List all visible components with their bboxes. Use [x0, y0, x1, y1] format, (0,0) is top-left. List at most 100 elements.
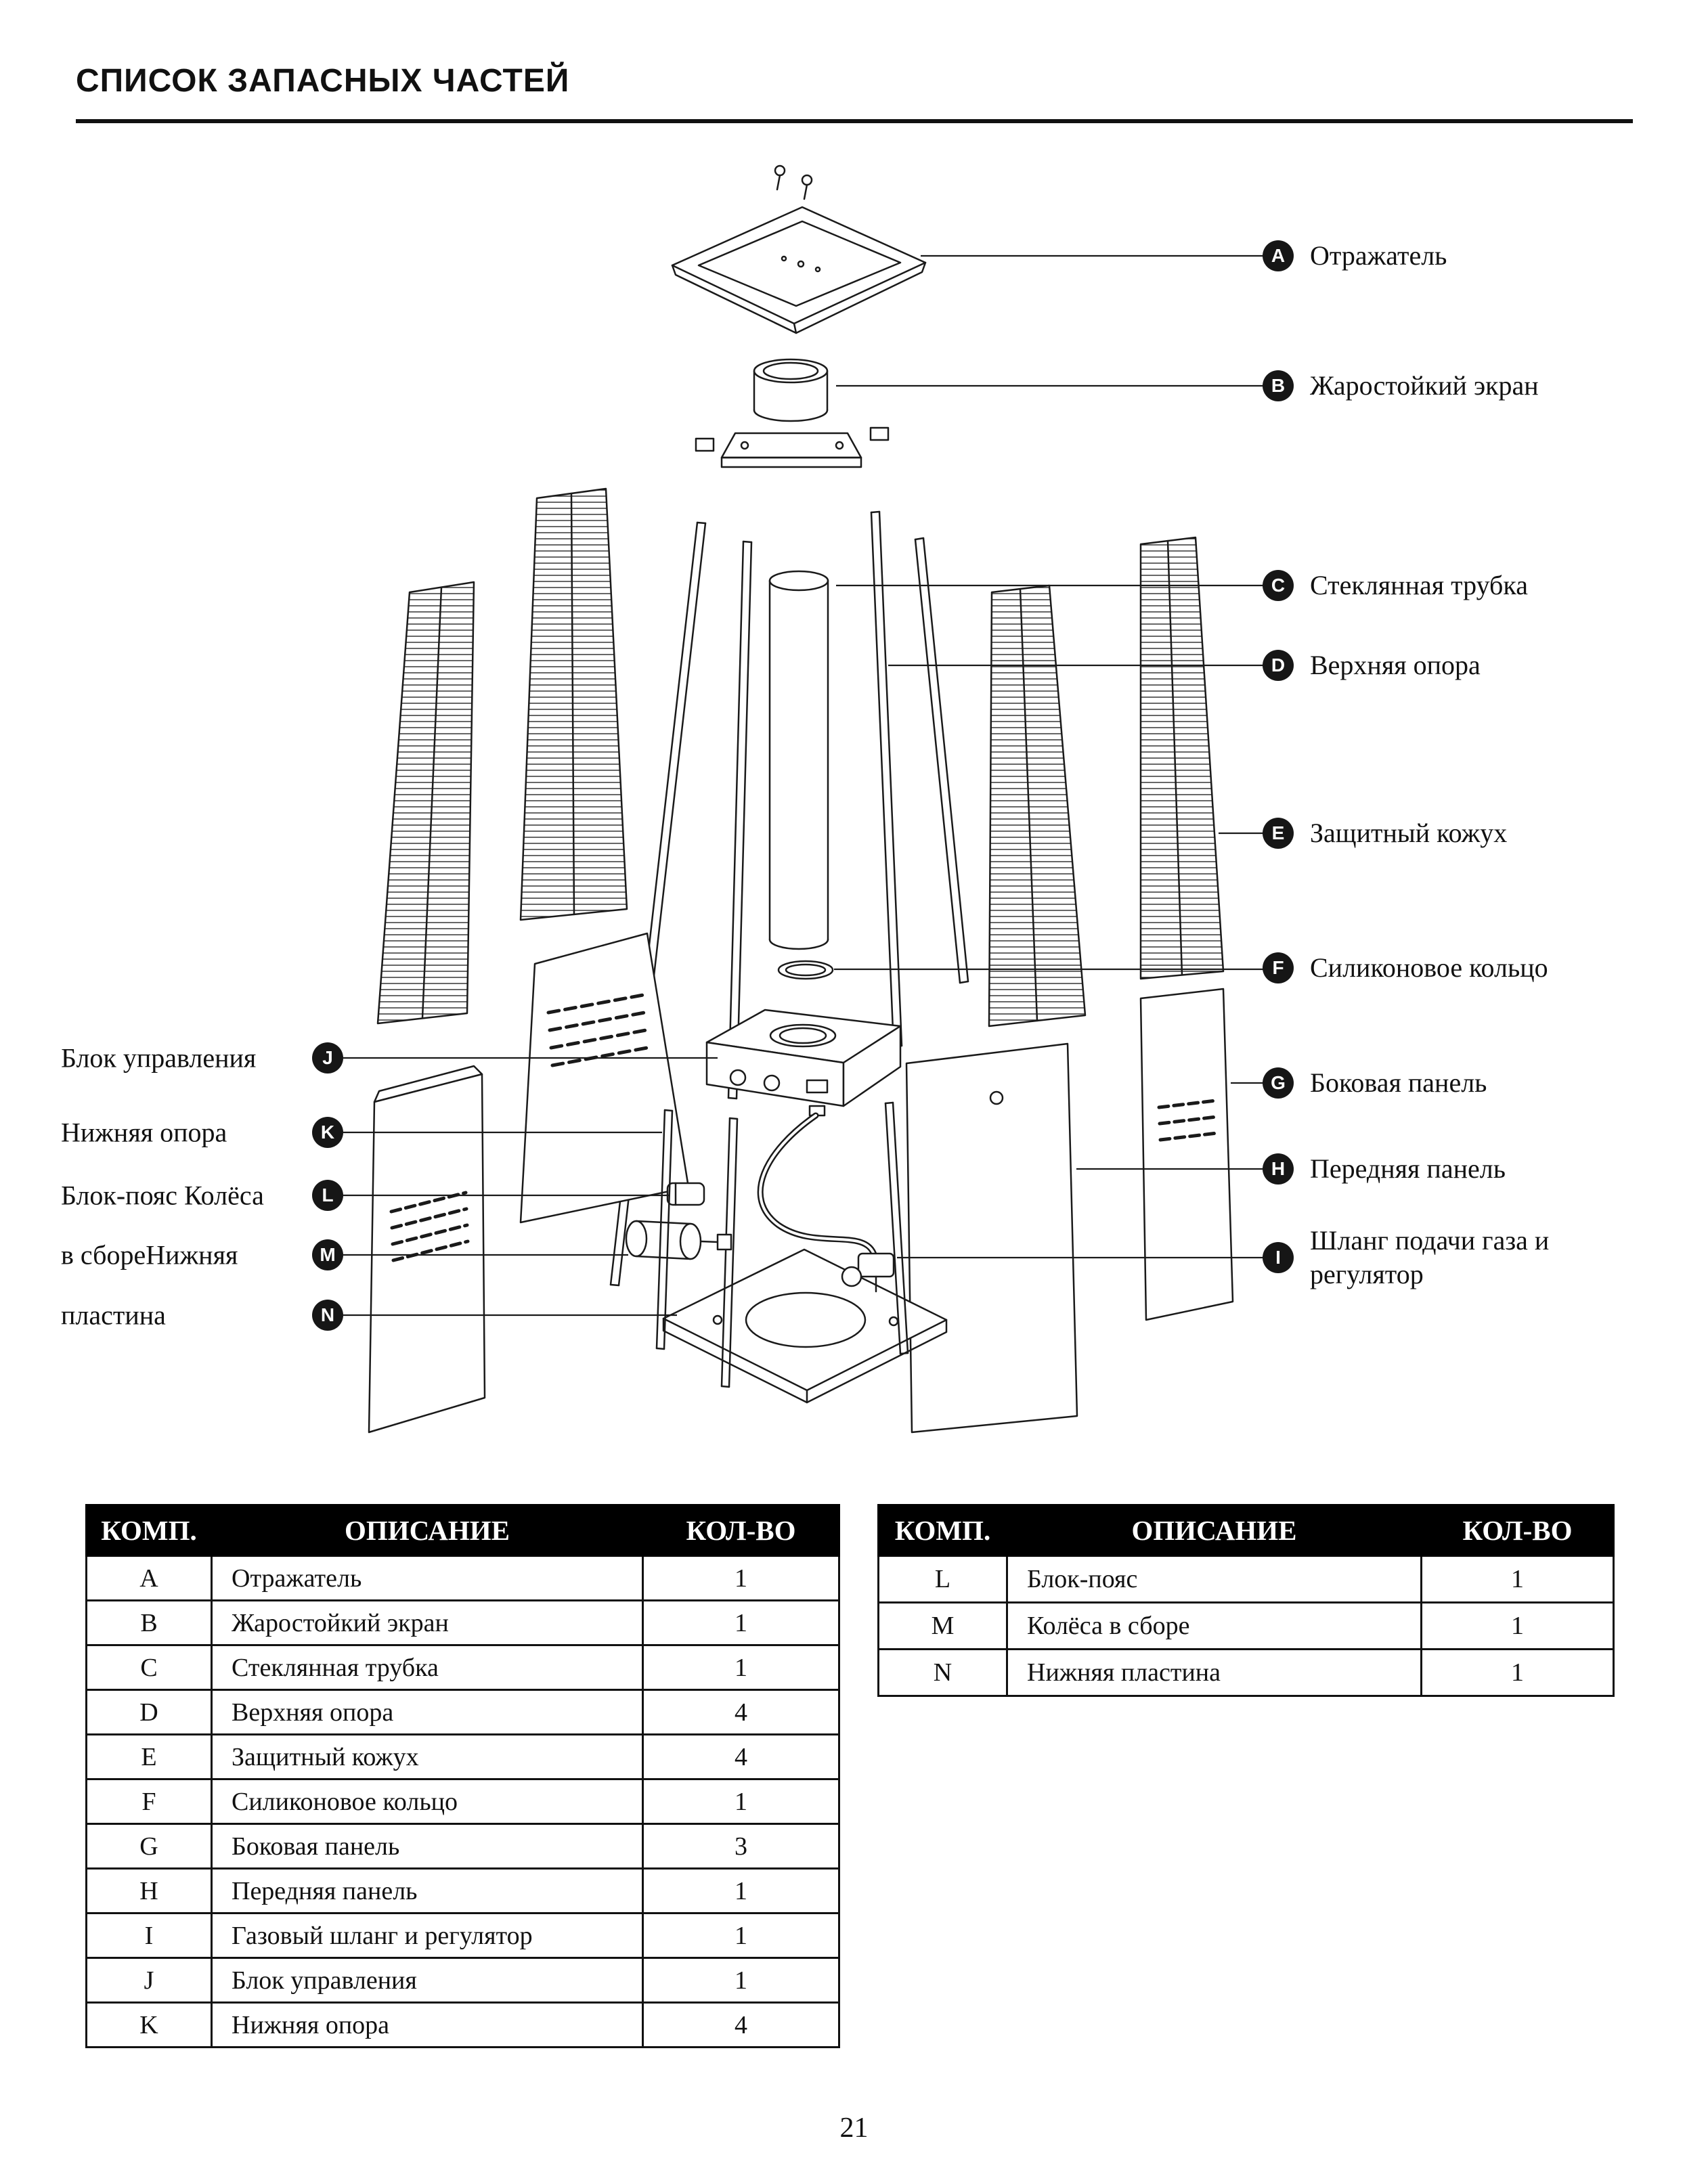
callout-label-J: Блок управления — [61, 1042, 257, 1074]
part-qty: 4 — [642, 1733, 840, 1780]
exploded-diagram — [343, 164, 1263, 1434]
part-letter: N — [877, 1648, 1008, 1697]
part-letter: E — [85, 1733, 213, 1780]
callout-letter-J: J — [312, 1042, 343, 1074]
callout-label-K: Нижняя опора — [61, 1117, 227, 1148]
part-letter: J — [85, 1957, 213, 2004]
part-qty: 1 — [642, 1778, 840, 1825]
bottom-plate-part — [662, 1248, 948, 1404]
front-panel-part — [905, 1042, 1078, 1434]
part-desc: Нижняя опора — [211, 2001, 644, 2048]
mesh-guard-panels — [376, 487, 1225, 1027]
control-unit-part — [705, 1009, 902, 1107]
part-desc: Колёса в сборе — [1006, 1601, 1422, 1650]
lower-support-poles — [655, 1101, 909, 1388]
callout-A: A Отражатель — [1263, 240, 1447, 271]
part-letter: L — [877, 1555, 1008, 1603]
part-qty: 1 — [642, 1644, 840, 1691]
part-desc: Верхняя опора — [211, 1689, 644, 1735]
callout-letter-F: F — [1263, 952, 1294, 983]
callout-label-L: Блок-пояс Колёса — [61, 1180, 264, 1211]
callout-label-D: Верхняя опора — [1310, 650, 1481, 680]
callout-F: F Силиконовое кольцо — [1263, 952, 1548, 983]
part-qty: 4 — [642, 2001, 840, 2048]
part-desc: Защитный кожух — [211, 1733, 644, 1780]
callout-label-B: Жаростойкий экран — [1310, 370, 1539, 401]
part-qty: 1 — [642, 1957, 840, 2004]
header-komp: КОМП. — [877, 1504, 1008, 1557]
callout-K: Нижняя опора K — [0, 1117, 359, 1148]
callout-label-M: в сбореНижняя — [61, 1239, 238, 1270]
part-desc: Силиконовое кольцо — [211, 1778, 644, 1825]
glass-tube-part — [768, 570, 829, 950]
callout-label-F: Силиконовое кольцо — [1310, 952, 1548, 983]
part-desc: Боковая панель — [211, 1823, 644, 1870]
reflector-part — [671, 206, 927, 334]
header-opisanie: ОПИСАНИЕ — [1006, 1504, 1422, 1557]
callout-N: пластина N — [0, 1300, 359, 1331]
header-kolvo: КОЛ-ВО — [642, 1504, 840, 1557]
callout-G: G Боковая панель — [1263, 1067, 1487, 1099]
part-desc: Передняя панель — [211, 1867, 644, 1914]
part-desc: Жаростойкий экран — [211, 1599, 644, 1646]
part-qty: 1 — [642, 1867, 840, 1914]
callout-letter-A: A — [1263, 240, 1294, 271]
callout-letter-E: E — [1263, 818, 1294, 849]
silicone-ring-part — [777, 960, 834, 980]
callout-label-H: Передняя панель — [1310, 1153, 1506, 1184]
part-qty: 1 — [642, 1599, 840, 1646]
upper-support-poles — [609, 510, 969, 1287]
callout-J: Блок управления J — [0, 1042, 359, 1074]
callout-letter-L: L — [312, 1180, 343, 1211]
header-komp: КОМП. — [85, 1504, 213, 1557]
part-desc: Блок управления — [211, 1957, 644, 2004]
page-number: 21 — [839, 2112, 869, 2144]
callout-letter-B: B — [1263, 370, 1294, 401]
part-qty: 1 — [642, 1555, 840, 1601]
part-desc: Блок-пояс — [1006, 1555, 1422, 1603]
part-qty: 1 — [1420, 1648, 1615, 1697]
title-rule — [76, 119, 1633, 123]
wheels-part — [625, 1220, 732, 1260]
callout-D: D Верхняя опора — [1263, 650, 1481, 681]
belt-block-part — [666, 1182, 705, 1206]
callout-label-E: Защитный кожух — [1310, 818, 1508, 848]
callout-letter-M: M — [312, 1239, 343, 1270]
callout-letter-G: G — [1263, 1067, 1294, 1099]
part-qty: 4 — [642, 1689, 840, 1735]
gas-hose-part — [757, 1105, 895, 1293]
part-letter: F — [85, 1778, 213, 1825]
table-header-row: КОМП. ОПИСАНИЕ КОЛ-ВО — [877, 1504, 1615, 1557]
callout-label-A: Отражатель — [1310, 240, 1447, 271]
part-letter: M — [877, 1601, 1008, 1650]
part-letter: C — [85, 1644, 213, 1691]
part-letter: G — [85, 1823, 213, 1870]
part-letter: H — [85, 1867, 213, 1914]
callout-label-N: пластина — [61, 1300, 166, 1331]
callout-label-C: Стеклянная трубка — [1310, 570, 1528, 600]
callout-letter-I: I — [1263, 1242, 1294, 1273]
page-title: СПИСОК ЗАПАСНЫХ ЧАСТЕЙ — [76, 63, 570, 99]
callout-letter-D: D — [1263, 650, 1294, 681]
callout-letter-N: N — [312, 1300, 343, 1331]
callout-M: в сбореНижняя M — [0, 1239, 359, 1270]
callout-E: E Защитный кожух — [1263, 818, 1507, 849]
callout-B: B Жаростойкий экран — [1263, 370, 1539, 401]
part-desc: Газовый шланг и регулятор — [211, 1912, 644, 1959]
part-qty: 1 — [1420, 1555, 1615, 1603]
part-qty: 3 — [642, 1823, 840, 1870]
callout-letter-C: C — [1263, 570, 1294, 601]
part-qty: 1 — [1420, 1601, 1615, 1650]
callout-letter-K: K — [312, 1117, 343, 1148]
table-header-row: КОМП. ОПИСАНИЕ КОЛ-ВО — [85, 1504, 840, 1557]
